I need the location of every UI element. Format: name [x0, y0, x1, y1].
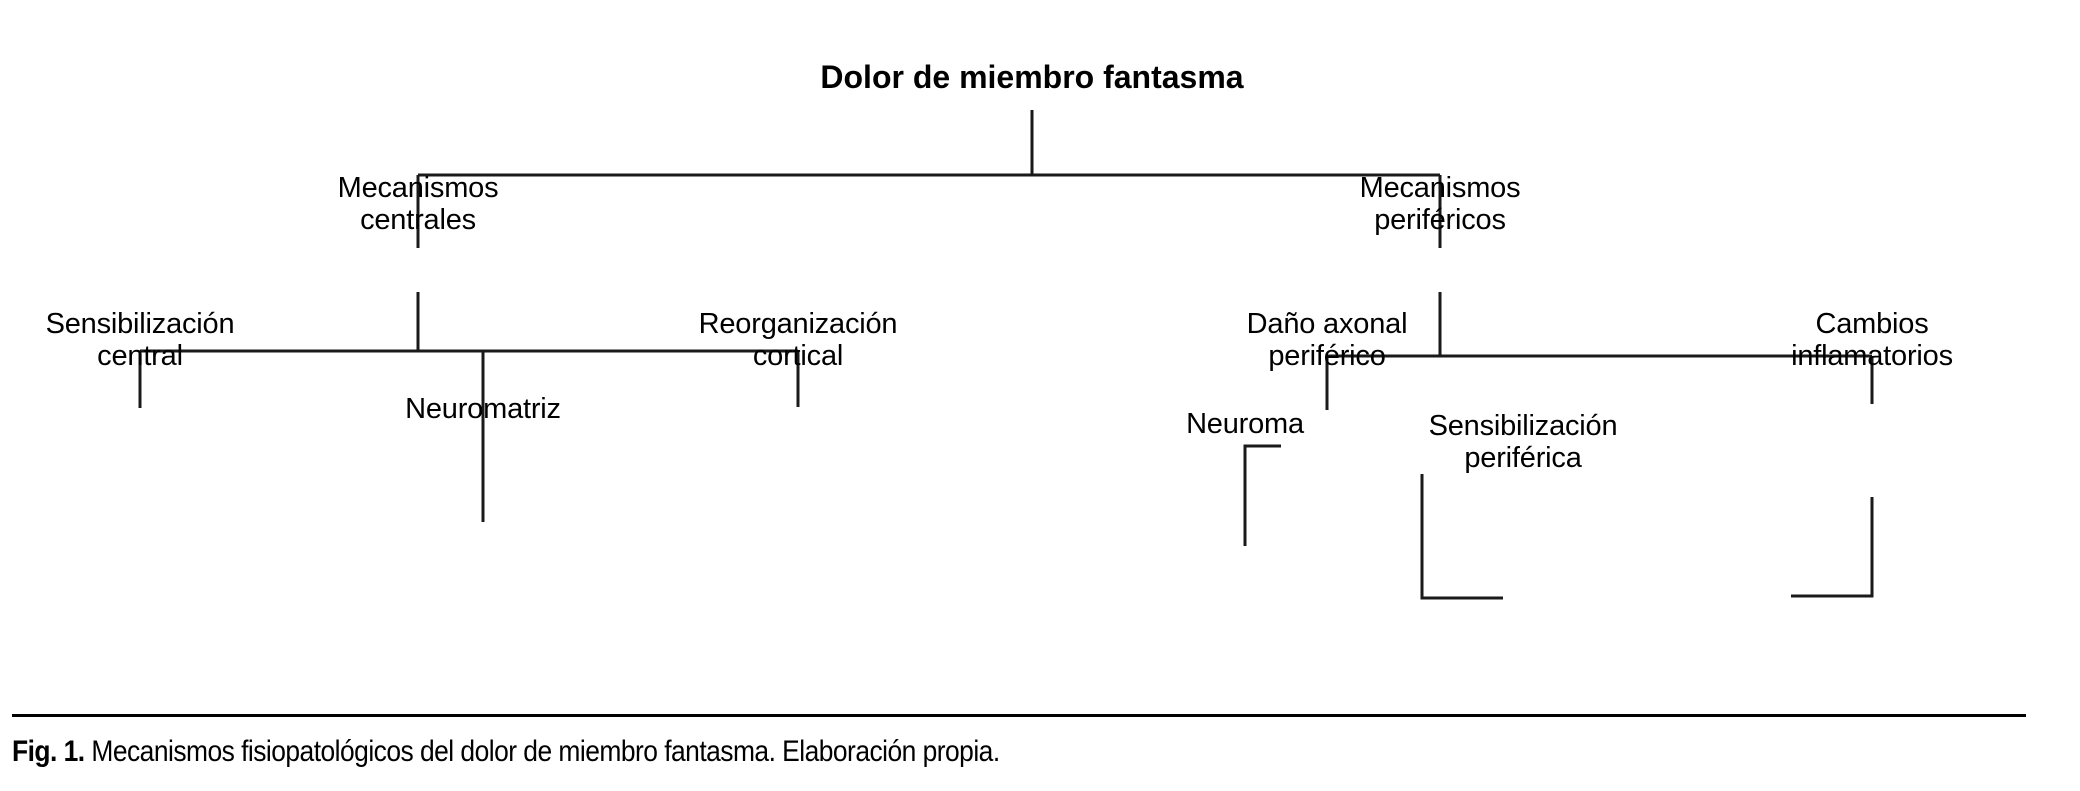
edge-to-neuroma [1243, 444, 1281, 546]
node-sensibilizacion-central: Sensibilización central [45, 308, 235, 373]
node-neuroma: Neuroma [1186, 408, 1304, 440]
figure-caption: Fig. 1. Mecanismos fisiopatológicos del … [12, 735, 1816, 769]
node-neuromatriz: Neuromatriz [405, 393, 561, 425]
caption-text: Mecanismos fisiopatológicos del dolor de… [84, 735, 1000, 768]
node-mecanismos-perifericos: Mecanismos periféricos [1359, 172, 1521, 237]
node-mecanismos-centrales: Mecanismos centrales [337, 172, 499, 237]
node-sensibilizacion-periferica: Sensibilización periférica [1428, 410, 1618, 475]
caption-label: Fig. 1. [12, 735, 85, 768]
node-dano-axonal-periferico: Daño axonal periférico [1246, 308, 1408, 373]
caption-divider [12, 714, 2026, 717]
node-root: Dolor de miembro fantasma [820, 59, 1244, 95]
node-cambios-inflamatorios: Cambios inflamatorios [1791, 308, 1953, 373]
node-reorganizacion-cortical: Reorganización cortical [698, 308, 898, 373]
edge-cambios-to-sensibilizacion-periferica [1791, 497, 1874, 598]
edge-dano-to-sensibilizacion-periferica [1420, 474, 1503, 600]
